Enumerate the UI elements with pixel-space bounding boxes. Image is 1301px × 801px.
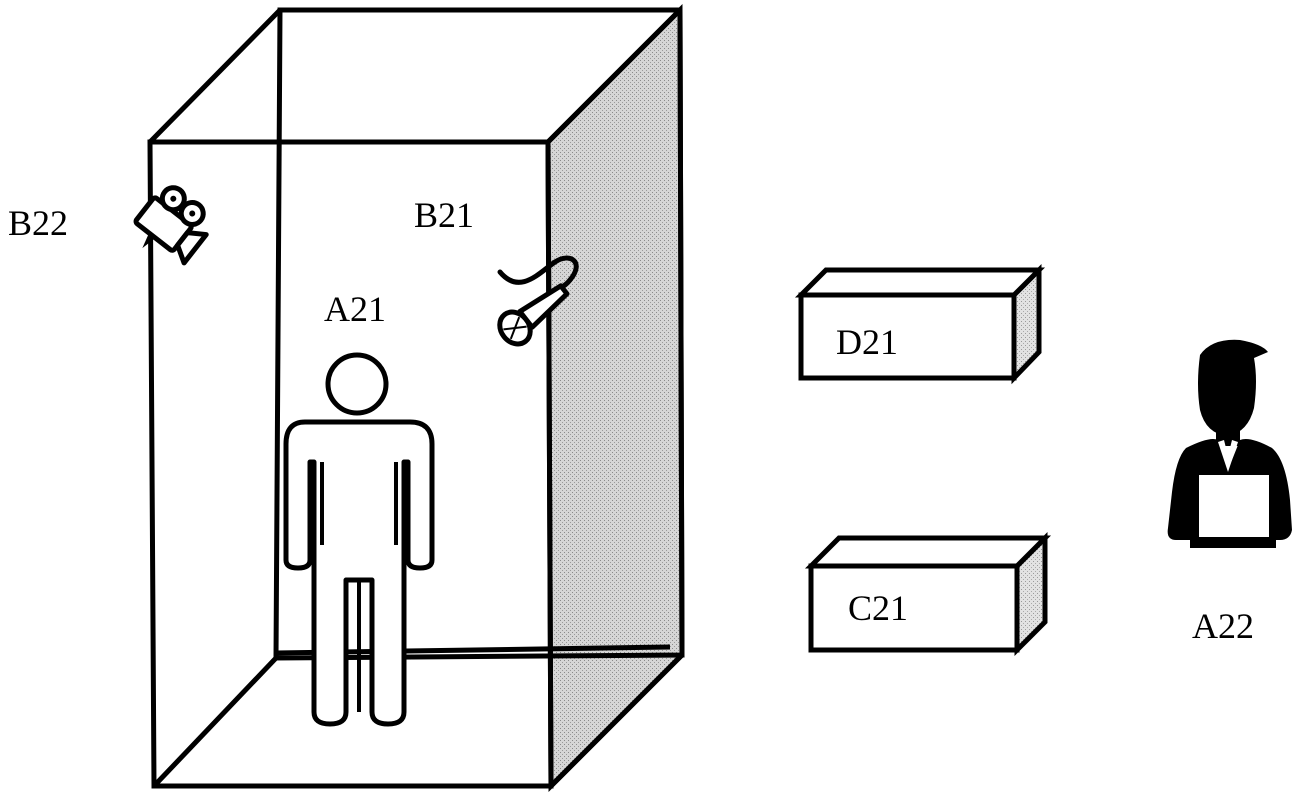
label-b22: B22 xyxy=(8,203,69,243)
label-a21: A21 xyxy=(324,289,386,329)
booth-edge-top-left xyxy=(148,8,282,144)
label-b21: B21 xyxy=(414,195,475,235)
person-at-laptop-icon xyxy=(1167,339,1292,548)
label-d21: D21 xyxy=(836,322,898,362)
booth-enclosure xyxy=(147,3,685,793)
booth-side-face xyxy=(545,3,685,793)
box-c21 xyxy=(804,531,1052,657)
booth-edge-bottom-right xyxy=(549,653,684,788)
person-outline-icon xyxy=(283,352,435,727)
booth-edge-top-right xyxy=(546,8,682,144)
label-c21: C21 xyxy=(848,588,909,628)
box-d21 xyxy=(794,263,1046,385)
label-a22: A22 xyxy=(1192,606,1254,646)
booth-edge-bottom-left xyxy=(152,656,278,788)
video-camera-icon xyxy=(133,185,209,266)
microphone-icon xyxy=(497,255,579,347)
